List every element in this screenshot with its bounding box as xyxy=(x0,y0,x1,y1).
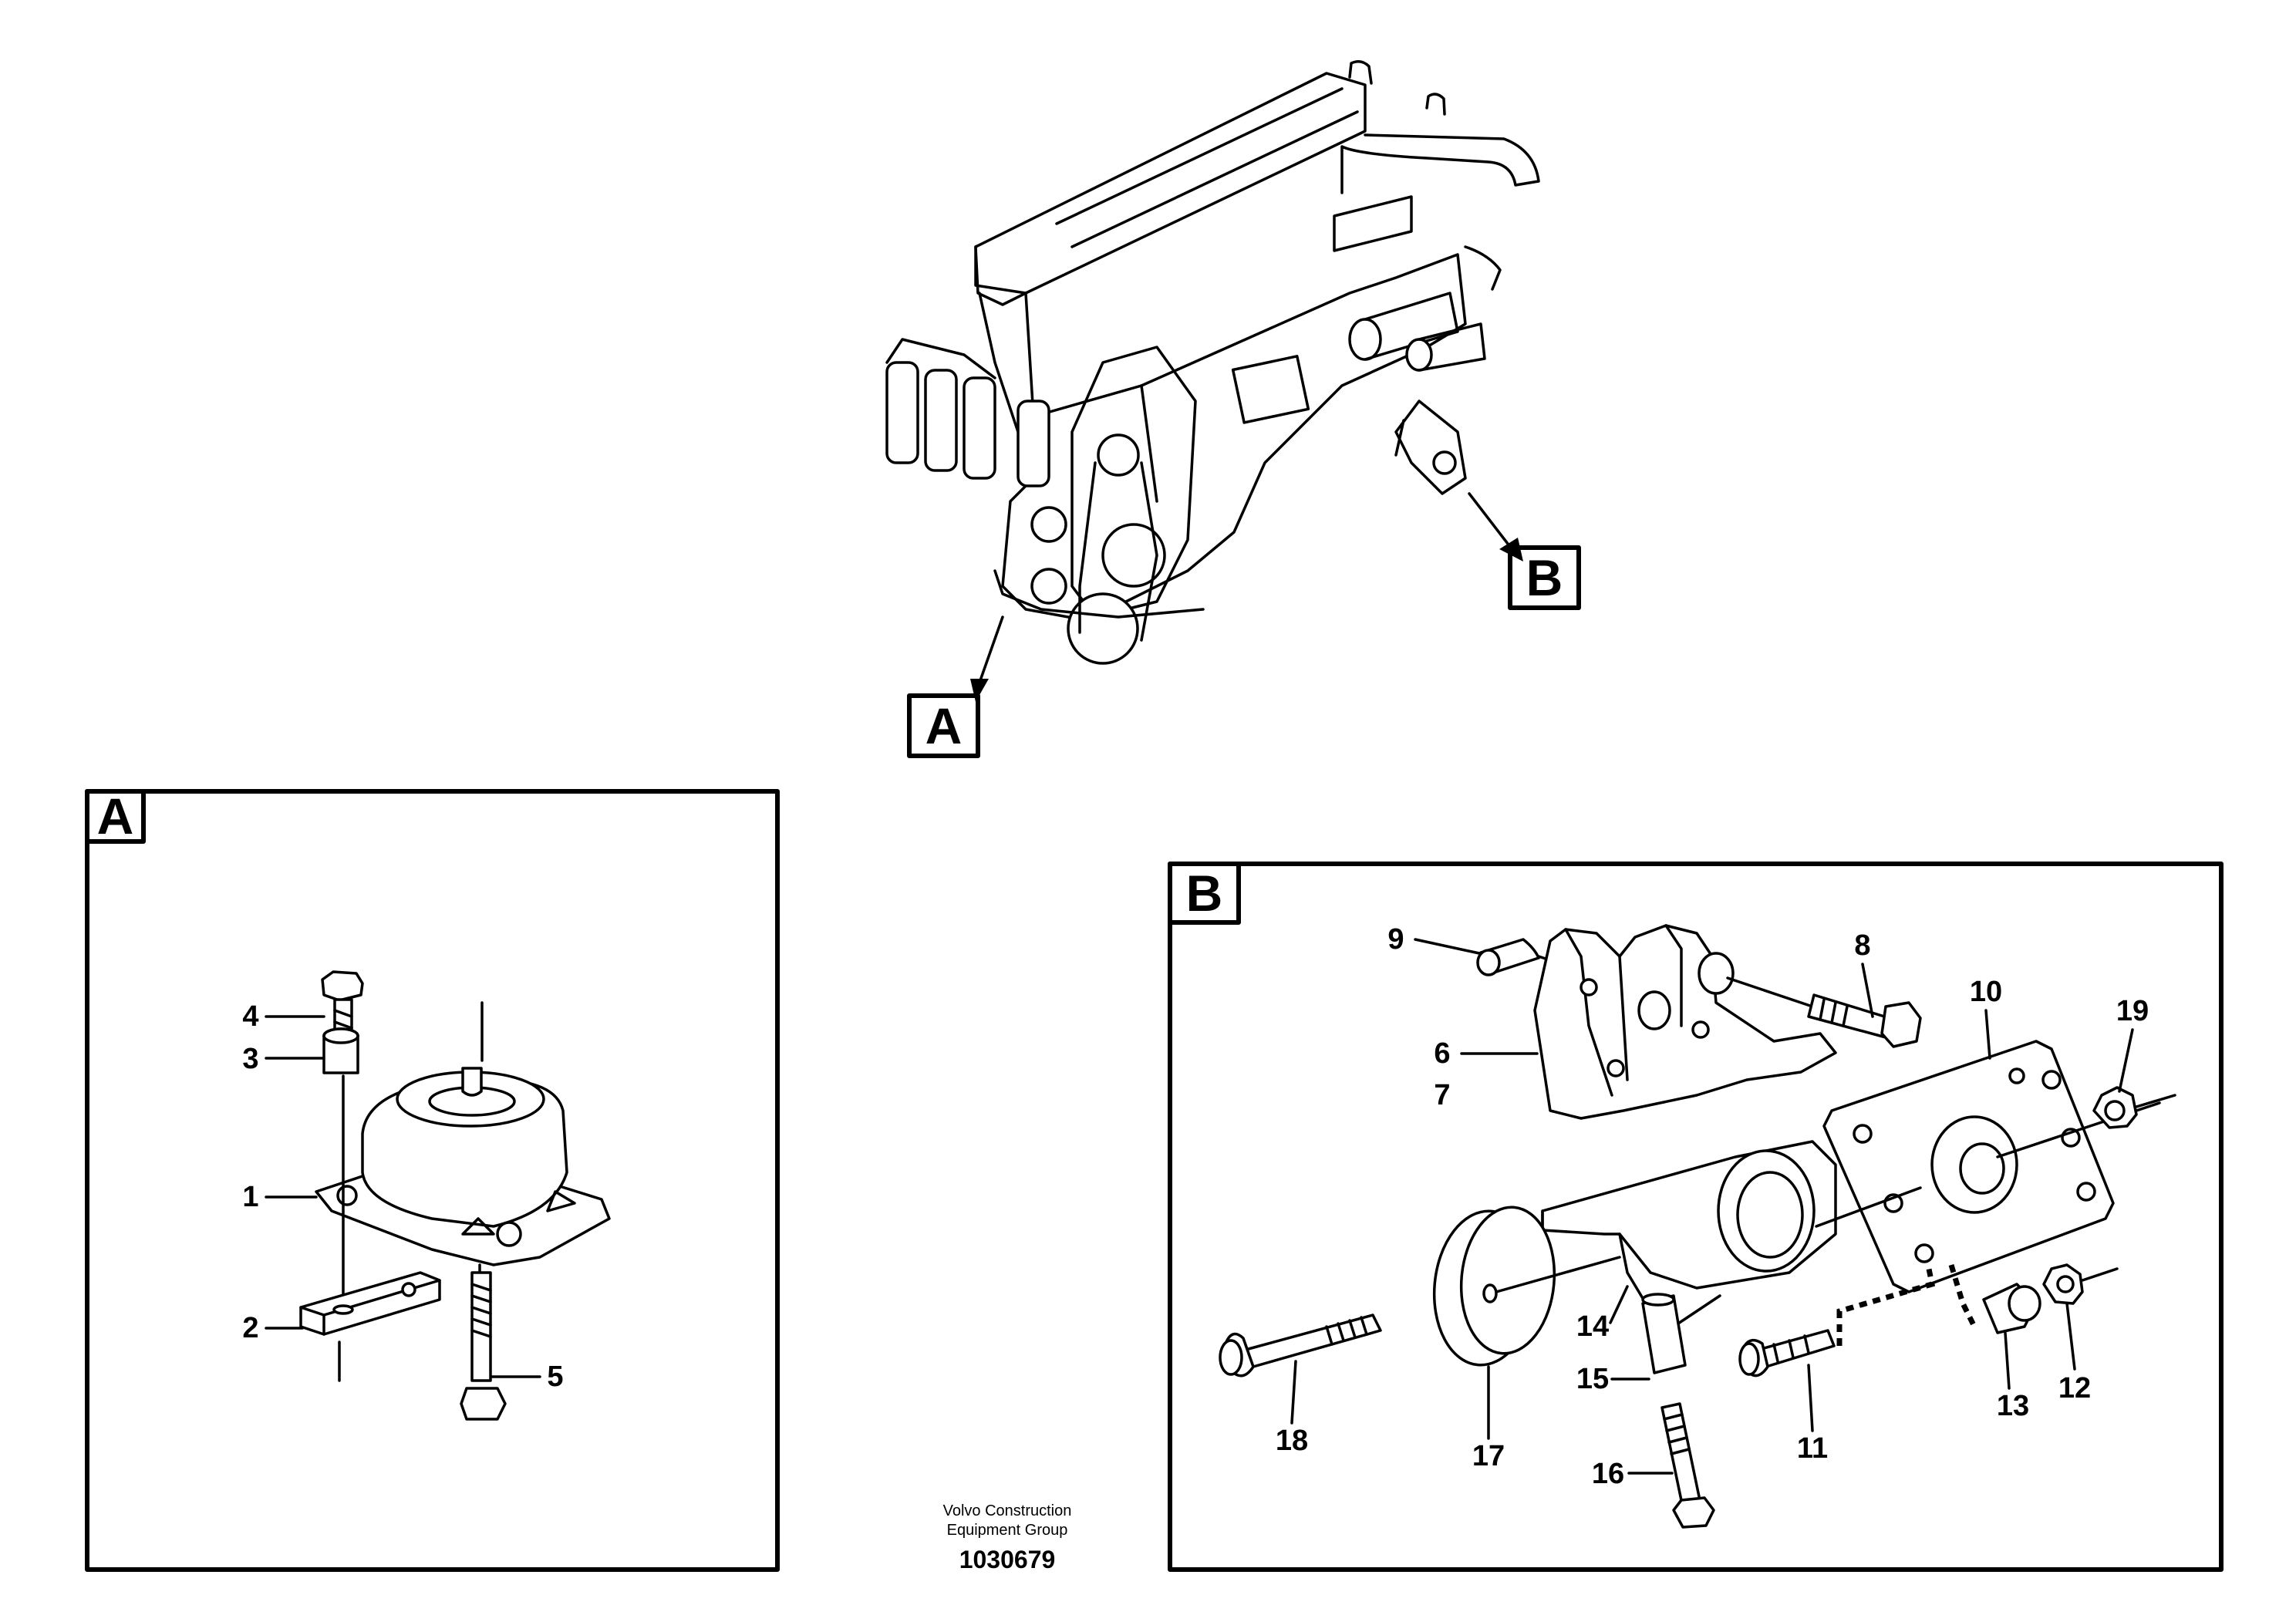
part-17-disc xyxy=(1432,1206,1621,1367)
svg-text:2: 2 xyxy=(242,1312,258,1344)
leader-b xyxy=(1468,492,1509,545)
part-8-bolt xyxy=(1726,976,1922,1048)
panel-b-label: B xyxy=(1186,865,1223,922)
part-18-long-bolt xyxy=(1219,1313,1382,1378)
part-13-spacer xyxy=(1982,1283,2041,1334)
part-12-nut xyxy=(2042,1263,2119,1305)
part-15-sleeve xyxy=(1641,1293,1687,1374)
view-a-reference: A xyxy=(907,693,980,758)
svg-text:18: 18 xyxy=(1276,1425,1308,1457)
svg-text:3: 3 xyxy=(242,1043,258,1075)
footer-company-line2: Equipment Group xyxy=(947,1522,1068,1539)
part-2-plate-nut xyxy=(299,1271,441,1382)
panel-b: B xyxy=(1168,862,2224,1572)
part-5-bolt xyxy=(460,1263,507,1421)
part-14-support-casting xyxy=(1541,1140,1837,1328)
svg-text:7: 7 xyxy=(1434,1079,1450,1111)
callout-5: 5 xyxy=(490,1361,564,1393)
svg-text:13: 13 xyxy=(1997,1390,2029,1422)
callout-1: 1 xyxy=(242,1181,318,1213)
svg-text:16: 16 xyxy=(1592,1458,1624,1490)
leader-a xyxy=(978,615,1004,684)
view-b-reference: B xyxy=(1508,545,1581,610)
callout-7: 7 xyxy=(1434,1079,1450,1111)
part-19-flange-nut xyxy=(2092,1086,2176,1129)
footer-block: Volvo Construction Equipment Group 10306… xyxy=(943,1502,1072,1573)
svg-text:8: 8 xyxy=(1854,929,1870,962)
callout-4: 4 xyxy=(242,1000,325,1033)
svg-text:12: 12 xyxy=(2058,1372,2091,1404)
callout-13: 13 xyxy=(1997,1331,2029,1422)
svg-text:11: 11 xyxy=(1797,1432,1828,1465)
callout-12: 12 xyxy=(2058,1302,2091,1404)
engine-overview-illustration xyxy=(885,60,1540,665)
svg-text:19: 19 xyxy=(2116,995,2149,1027)
part-9-pin xyxy=(1476,938,1552,976)
svg-text:5: 5 xyxy=(547,1361,563,1393)
callout-6: 6 xyxy=(1434,1037,1539,1070)
panel-b-frame xyxy=(1168,862,2224,1572)
svg-text:6: 6 xyxy=(1434,1037,1450,1070)
view-b-reference-label: B xyxy=(1526,549,1563,606)
callout-10: 10 xyxy=(1970,976,2002,1060)
callout-15: 15 xyxy=(1576,1363,1650,1395)
svg-text:15: 15 xyxy=(1576,1363,1609,1395)
callout-8: 8 xyxy=(1854,929,1874,1018)
part-1-rubber-mount xyxy=(315,1001,611,1266)
panel-a-label: A xyxy=(97,787,134,845)
callout-14: 14 xyxy=(1576,1285,1629,1343)
panel-a: A xyxy=(85,787,780,1572)
part-6-7-bracket xyxy=(1533,924,1837,1120)
svg-text:1: 1 xyxy=(242,1181,258,1213)
svg-text:9: 9 xyxy=(1387,923,1404,956)
part-11-bolt xyxy=(1738,1329,1836,1378)
panel-a-frame xyxy=(85,789,780,1572)
svg-text:14: 14 xyxy=(1576,1310,1609,1343)
callout-2: 2 xyxy=(242,1312,304,1344)
callout-3: 3 xyxy=(242,1043,324,1075)
callout-16: 16 xyxy=(1592,1458,1674,1490)
callout-9: 9 xyxy=(1387,923,1481,956)
svg-text:4: 4 xyxy=(242,1000,258,1033)
footer-company-line1: Volvo Construction xyxy=(943,1502,1072,1519)
callout-19: 19 xyxy=(2116,995,2149,1093)
svg-text:17: 17 xyxy=(1472,1440,1505,1472)
view-a-reference-label: A xyxy=(925,697,963,754)
part-3-spacer xyxy=(322,1027,359,1074)
part-10-adapter-plate xyxy=(1822,1040,2161,1293)
drawing-number: 1030679 xyxy=(959,1546,1056,1573)
callout-18: 18 xyxy=(1276,1360,1308,1457)
part-16-bolt xyxy=(1660,1402,1715,1529)
svg-text:10: 10 xyxy=(1970,976,2002,1008)
callout-17: 17 xyxy=(1472,1365,1505,1472)
callout-11: 11 xyxy=(1797,1364,1828,1465)
